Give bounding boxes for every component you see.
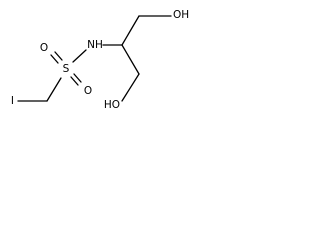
bond-s-nh bbox=[72, 49, 87, 63]
bond-s-ch2 bbox=[46, 77, 62, 102]
iodine-label: I bbox=[11, 95, 14, 107]
hydroxyl-label-top: OH bbox=[173, 9, 189, 21]
bonds bbox=[17, 15, 172, 102]
amine-label: NH bbox=[87, 39, 103, 51]
bond-s-o-upper-2 bbox=[54, 51, 63, 61]
oxygen-label-lower: O bbox=[84, 85, 92, 97]
atom-labels: OH NH O S O I HO bbox=[11, 9, 189, 111]
hydroxyl-label-bottom: HO bbox=[104, 99, 120, 111]
oxygen-label-upper: O bbox=[40, 42, 48, 54]
bond-s-o-upper-1 bbox=[50, 54, 59, 64]
sulfur-label: S bbox=[63, 63, 70, 75]
bond-s-o-lower-2 bbox=[73, 73, 82, 83]
chemical-structure: OH NH O S O I HO bbox=[11, 9, 189, 111]
bond-ch-ch2-lower bbox=[121, 44, 140, 75]
bond-ch-ch2-upper bbox=[121, 15, 140, 46]
bond-ch2-oh-lower bbox=[121, 73, 140, 102]
bond-s-o-lower-1 bbox=[70, 76, 79, 86]
